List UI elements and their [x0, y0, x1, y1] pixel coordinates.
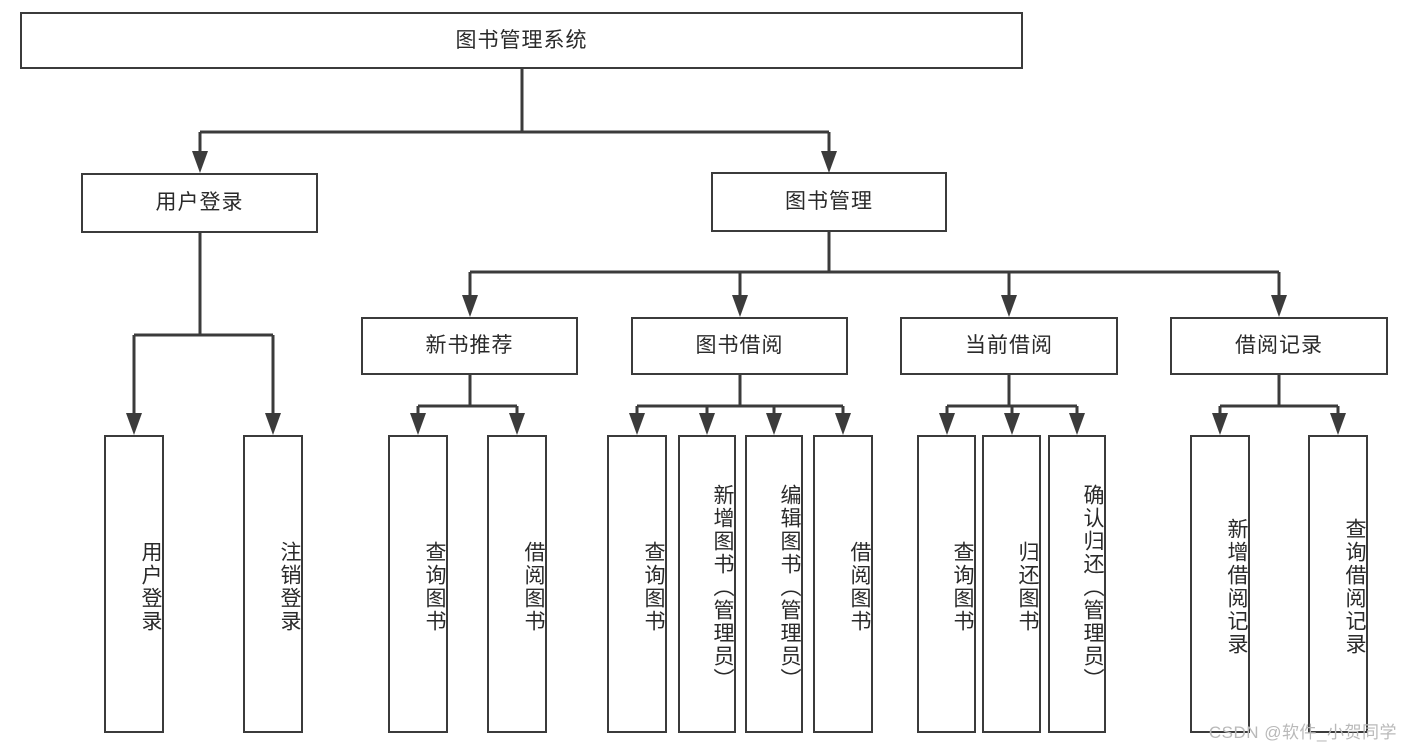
node-label: 编辑图书（管理员）	[778, 483, 801, 691]
arrowhead	[821, 151, 837, 173]
arrowhead	[939, 413, 955, 435]
node-l-nb-query[interactable]: 查询图书	[388, 435, 448, 733]
node-l-cb-query[interactable]: 查询图书	[917, 435, 976, 733]
arrowhead	[1212, 413, 1228, 435]
node-label: 查询图书	[642, 541, 665, 633]
node-label: 借阅记录	[1235, 334, 1323, 358]
arrowhead	[766, 413, 782, 435]
node-root[interactable]: 图书管理系统	[20, 12, 1023, 69]
node-l-bw-edit[interactable]: 编辑图书（管理员）	[745, 435, 803, 733]
watermark: CSDN @软件_小贺同学	[1208, 723, 1397, 742]
node-label: 新增图书（管理员）	[711, 483, 734, 691]
node-label: 查询图书	[951, 541, 974, 633]
arrowhead	[699, 413, 715, 435]
node-l-cb-ret[interactable]: 归还图书	[982, 435, 1041, 733]
arrowhead	[192, 151, 208, 173]
node-l-logout[interactable]: 注销登录	[243, 435, 303, 733]
node-label: 图书管理系统	[455, 28, 588, 52]
node-newbook[interactable]: 新书推荐	[361, 317, 578, 375]
node-l-rc-add[interactable]: 新增借阅记录	[1190, 435, 1250, 733]
arrowhead	[1271, 295, 1287, 317]
node-l-login[interactable]: 用户登录	[104, 435, 164, 733]
node-bookmgmt[interactable]: 图书管理	[711, 172, 947, 232]
node-l-bw-add[interactable]: 新增图书（管理员）	[678, 435, 736, 733]
node-current[interactable]: 当前借阅	[900, 317, 1118, 375]
node-login[interactable]: 用户登录	[81, 173, 318, 233]
node-label: 用户登录	[155, 191, 244, 215]
arrowhead	[1330, 413, 1346, 435]
node-label: 图书管理	[785, 190, 873, 214]
node-label: 归还图书	[1016, 541, 1039, 633]
node-records[interactable]: 借阅记录	[1170, 317, 1388, 375]
node-label: 查询借阅记录	[1343, 518, 1366, 656]
node-label: 当前借阅	[965, 334, 1053, 358]
node-l-nb-borrow[interactable]: 借阅图书	[487, 435, 547, 733]
node-label: 图书借阅	[695, 334, 784, 358]
node-label: 用户登录	[139, 541, 162, 633]
arrowhead	[1001, 295, 1017, 317]
node-label: 确认归还（管理员）	[1081, 483, 1104, 691]
node-label: 借阅图书	[522, 541, 545, 633]
node-l-cb-conf[interactable]: 确认归还（管理员）	[1048, 435, 1106, 733]
node-l-bw-query[interactable]: 查询图书	[607, 435, 667, 733]
node-label: 新书推荐	[425, 334, 514, 358]
arrowhead	[509, 413, 525, 435]
node-label: 新增借阅记录	[1225, 518, 1248, 656]
arrowhead	[732, 295, 748, 317]
node-label: 查询图书	[423, 541, 446, 633]
node-l-bw-lend[interactable]: 借阅图书	[813, 435, 873, 733]
arrowhead	[265, 413, 281, 435]
arrowhead	[126, 413, 142, 435]
node-borrow[interactable]: 图书借阅	[631, 317, 848, 375]
arrowhead	[1004, 413, 1020, 435]
arrowhead	[462, 295, 478, 317]
node-label: 借阅图书	[848, 541, 871, 633]
arrowhead	[835, 413, 851, 435]
arrowhead	[410, 413, 426, 435]
node-l-rc-query[interactable]: 查询借阅记录	[1308, 435, 1368, 733]
arrowhead	[1069, 413, 1085, 435]
arrowhead	[629, 413, 645, 435]
node-label: 注销登录	[278, 541, 301, 633]
